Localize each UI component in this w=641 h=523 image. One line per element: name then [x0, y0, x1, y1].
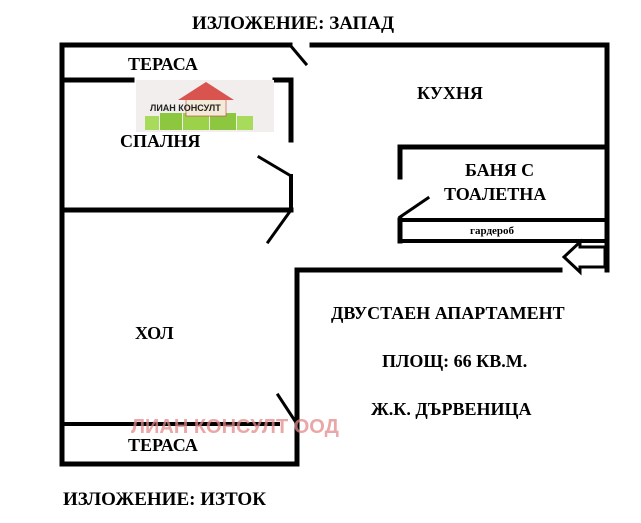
door-terrace-bottom — [275, 392, 300, 427]
orientation-bottom-label: ИЗЛОЖЕНИЕ: ИЗТОК — [63, 489, 266, 510]
room-bedroom: СПАЛНЯ — [120, 131, 200, 151]
door-bedroom — [256, 154, 294, 179]
room-bathroom-line2: ТОАЛЕТНА — [444, 184, 546, 204]
door-bath — [397, 195, 431, 220]
room-wardrobe: гардероб — [470, 225, 515, 237]
walls — [59, 42, 610, 467]
room-bathroom-line1: БАНЯ С — [465, 160, 534, 180]
info-apartment-type: ДВУСТАЕН АПАРТАМЕНТ — [331, 303, 565, 323]
info-location: Ж.К. ДЪРВЕНИЦА — [371, 399, 532, 419]
door-entrance-top — [287, 42, 309, 67]
room-kitchen: КУХНЯ — [417, 83, 483, 103]
door-hall — [265, 207, 294, 245]
doors — [256, 42, 431, 427]
company-logo: ЛИАН КОНСУЛТ — [136, 80, 274, 132]
orientation-top-label: ИЗЛОЖЕНИЕ: ЗАПАД — [192, 13, 394, 34]
room-terrace-bottom: ТЕРАСА — [128, 435, 198, 455]
room-terrace-top: ТЕРАСА — [128, 54, 198, 74]
logo-text: ЛИАН КОНСУЛТ — [150, 103, 221, 113]
watermark-text: ЛИАН КОНСУЛТ ООД — [131, 416, 339, 438]
entrance-arrow-icon — [561, 238, 607, 276]
info-area: ПЛОЩ: 66 КВ.М. — [382, 351, 527, 371]
room-hall: ХОЛ — [135, 323, 174, 343]
